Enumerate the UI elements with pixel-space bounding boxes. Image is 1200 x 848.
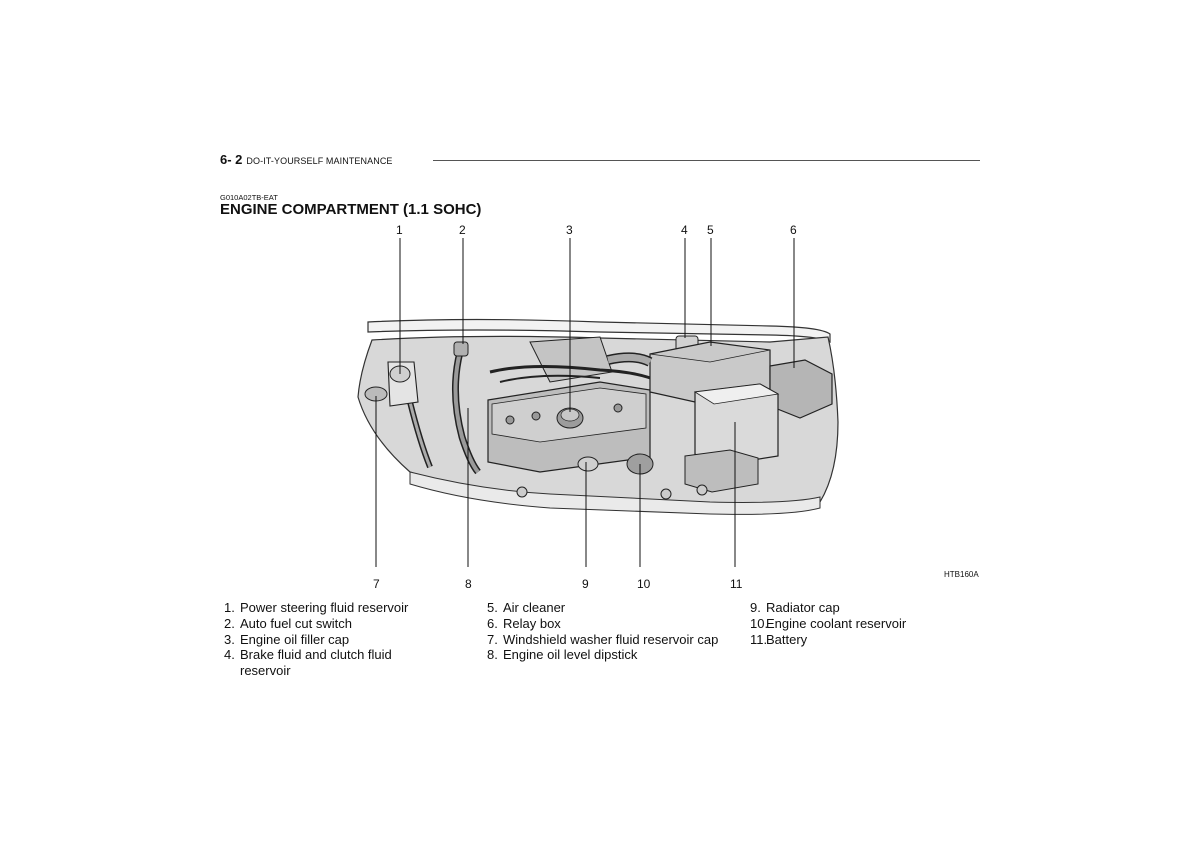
item-text: Windshield washer fluid reservoir cap: [503, 631, 719, 647]
header-rule: [433, 160, 980, 161]
callout-5: 5: [707, 223, 714, 237]
item-number: 3.: [224, 631, 235, 647]
item-text: Air cleaner: [503, 600, 566, 615]
list-item: 7. Windshield washer fluid reservoir cap: [487, 632, 727, 648]
item-number: 2.: [224, 615, 235, 631]
item-number: 1.: [224, 600, 235, 615]
item-number: 7.: [487, 631, 498, 647]
legend-column-2: 5. Air cleaner 6. Relay box 7. Windshiel…: [487, 600, 727, 663]
item-number: 10.: [750, 615, 769, 631]
page-number: 6- 2: [220, 152, 243, 167]
item-text: Power steering fluid reservoir: [240, 600, 409, 615]
callout-3: 3: [566, 223, 573, 237]
callout-1: 1: [396, 223, 403, 237]
engine-figure: [350, 222, 990, 592]
item-text: Battery: [766, 631, 808, 647]
list-item: 3. Engine oil filler cap: [224, 632, 464, 648]
list-item: 8. Engine oil level dipstick: [487, 647, 727, 663]
callout-9: 9: [582, 577, 589, 591]
callout-6: 6: [790, 223, 797, 237]
callout-11: 11: [730, 577, 743, 591]
legend-column-3: 9. Radiator cap 10. Engine coolant reser…: [750, 600, 990, 647]
item-text: Brake fluid and clutch fluid reservoir: [240, 647, 392, 679]
list-item: 1. Power steering fluid reservoir: [224, 600, 464, 616]
list-item: 6. Relay box: [487, 616, 727, 632]
list-item: 10. Engine coolant reservoir: [750, 616, 990, 632]
item-number: 9.: [750, 600, 761, 615]
item-text: Engine oil filler cap: [240, 631, 350, 647]
section-title: DO-IT-YOURSELF MAINTENANCE: [246, 156, 393, 166]
figure-code: HTB160A: [944, 570, 979, 579]
callout-7: 7: [373, 577, 380, 591]
list-item: 11. Battery: [750, 632, 990, 648]
list-item: 9. Radiator cap: [750, 600, 990, 616]
item-number: 6.: [487, 615, 498, 631]
item-text: Engine oil level dipstick: [503, 647, 638, 663]
item-number: 5.: [487, 600, 498, 615]
item-text: Auto fuel cut switch: [240, 615, 352, 631]
item-text: Relay box: [503, 615, 561, 631]
item-text: Engine coolant reservoir: [766, 615, 907, 631]
engine-compartment-illustration: [357, 238, 839, 567]
list-item: 5. Air cleaner: [487, 600, 727, 616]
item-number: 11.: [750, 631, 768, 647]
callout-10: 10: [637, 577, 651, 591]
callout-lines: [375, 238, 795, 567]
doc-code: G010A02TB-EAT: [220, 193, 278, 202]
callout-8: 8: [465, 577, 472, 591]
list-item: 2. Auto fuel cut switch: [224, 616, 464, 632]
item-number: 8.: [487, 647, 498, 663]
callout-2: 2: [459, 223, 466, 237]
callout-4: 4: [681, 223, 688, 237]
legend-column-1: 1. Power steering fluid reservoir 2. Aut…: [224, 600, 464, 679]
item-text: Radiator cap: [766, 600, 840, 615]
page-header: 6- 2 DO-IT-YOURSELF MAINTENANCE: [220, 152, 393, 167]
list-item: 4. Brake fluid and clutch fluid reservoi…: [224, 647, 464, 679]
item-number: 4.: [224, 647, 235, 663]
page-title: ENGINE COMPARTMENT (1.1 SOHC): [220, 201, 482, 218]
